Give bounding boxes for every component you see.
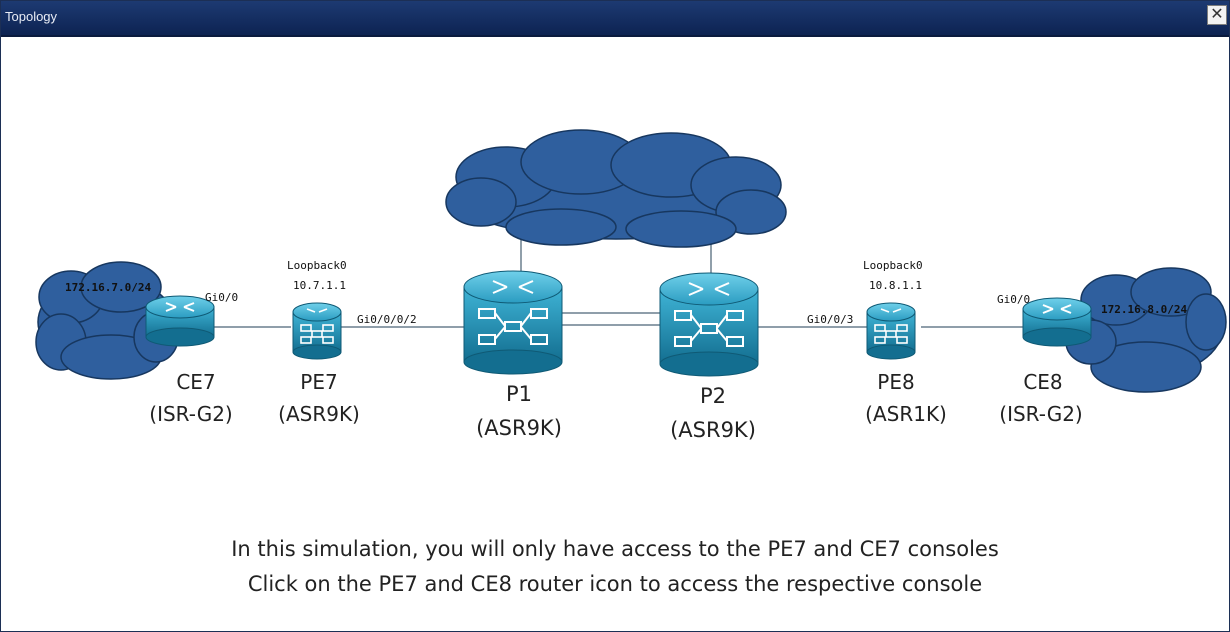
instruction-line-2: Click on the PE7 and CE8 router icon to …	[247, 572, 983, 596]
right-network-label: 172.16.8.0/24	[1101, 303, 1187, 316]
left-cloud-icon	[35, 261, 179, 380]
p2-name: P2	[700, 384, 726, 408]
ce7-name: CE7	[176, 370, 215, 394]
left-network-label: 172.16.7.0/24	[65, 281, 151, 294]
ce7-router-icon[interactable]	[145, 295, 215, 347]
title-bar: Topology ✕	[1, 1, 1229, 37]
core-cloud-icon	[445, 129, 787, 248]
pe8-loopback-ip: 10.8.1.1	[869, 279, 922, 292]
ce7-model: (ISR-G2)	[149, 402, 232, 426]
p1-name: P1	[506, 382, 532, 406]
ce7-interface-label: Gi0/0	[205, 291, 238, 304]
ce8-interface-label: Gi0/0	[997, 293, 1030, 306]
pe8-model: (ASR1K)	[865, 402, 947, 426]
window-title: Topology	[5, 9, 58, 24]
pe8-loopback-label: Loopback0	[863, 259, 923, 272]
pe7-model: (ASR9K)	[278, 402, 360, 426]
pe8-name: PE8	[877, 370, 914, 394]
pe8-router-icon	[866, 302, 916, 360]
links	[191, 232, 1031, 328]
ce8-router-icon[interactable]	[1022, 297, 1092, 347]
ce8-model: (ISR-G2)	[999, 402, 1082, 426]
p1-router-icon	[463, 270, 563, 375]
pe7-loopback-label: Loopback0	[287, 259, 347, 272]
pe7-loopback-ip: 10.7.1.1	[293, 279, 346, 292]
p2-router-icon	[659, 272, 759, 377]
ce8-name: CE8	[1023, 370, 1062, 394]
right-cloud-icon	[1065, 267, 1227, 393]
pe7-interface-label: Gi0/0/0/2	[357, 313, 417, 326]
pe8-interface-label: Gi0/0/3	[807, 313, 853, 326]
close-button[interactable]: ✕	[1207, 5, 1227, 25]
topology-diagram: 172.16.7.0/24 172.16.8.0/24 Gi0/0	[35, 129, 1227, 442]
pe7-router-icon[interactable]	[292, 302, 342, 360]
instruction-line-1: In this simulation, you will only have a…	[231, 537, 999, 561]
pe7-name: PE7	[300, 370, 337, 394]
p2-model: (ASR9K)	[670, 418, 756, 442]
p1-model: (ASR9K)	[476, 416, 562, 440]
